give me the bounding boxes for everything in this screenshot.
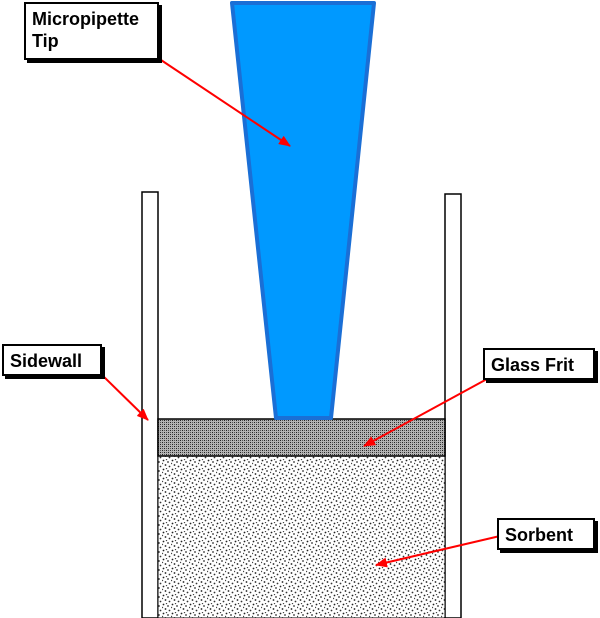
- label-sorbent: Sorbent: [497, 518, 595, 550]
- sidewall-left: [141, 191, 159, 618]
- label-micropipette-line2: Tip: [32, 31, 59, 51]
- arrow-sidewall: [100, 373, 149, 421]
- sidewall-right: [444, 193, 462, 618]
- sorbent-bed: [157, 455, 446, 618]
- arrow-glass-frit: [363, 378, 488, 447]
- arrow-sorbent: [375, 535, 501, 568]
- label-glass-frit: Glass Frit: [483, 348, 595, 380]
- glass-frit: [157, 418, 446, 457]
- label-micropipette-tip: Micropipette Tip: [24, 2, 159, 60]
- arrow-micropipette: [157, 57, 291, 147]
- label-sidewall-text: Sidewall: [10, 351, 83, 371]
- label-micropipette-line1: Micropipette: [32, 9, 140, 29]
- label-glass-frit-text: Glass Frit: [491, 355, 575, 375]
- label-sorbent-text: Sorbent: [505, 525, 574, 545]
- label-sidewall: Sidewall: [2, 344, 102, 376]
- micropipette-tip: [230, 1, 376, 420]
